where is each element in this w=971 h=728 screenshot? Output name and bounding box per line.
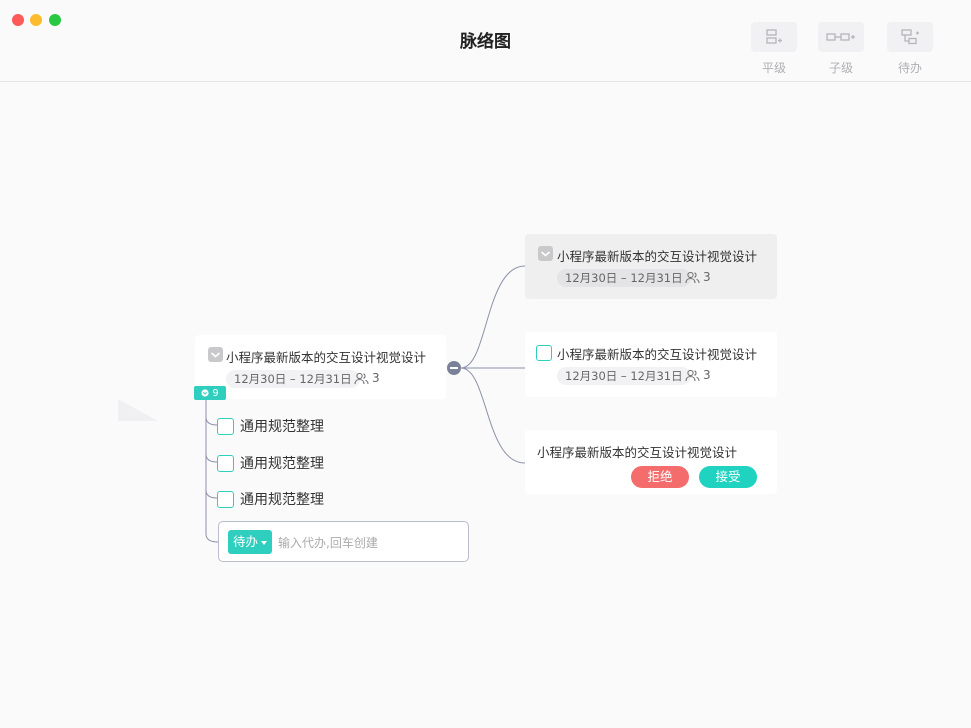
child-node-icon xyxy=(826,33,855,41)
subtask-item[interactable]: 通用规范整理 xyxy=(217,453,324,473)
done-checkbox[interactable] xyxy=(208,347,223,362)
todo-type-label: 待办 xyxy=(233,534,259,549)
check-icon xyxy=(540,251,551,257)
done-checkbox[interactable] xyxy=(538,246,553,261)
root-task-card[interactable]: 小程序最新版本的交互设计视觉设计 12月30日 – 12月31日 3 xyxy=(195,335,446,399)
accept-button[interactable]: 接受 xyxy=(699,466,757,488)
branch-task-date: 12月30日 – 12月31日 xyxy=(557,269,691,287)
mindmap-canvas[interactable]: 小程序最新版本的交互设计视觉设计 12月30日 – 12月31日 3 9 通用规… xyxy=(0,82,971,728)
subtask-checkbox[interactable] xyxy=(217,454,234,472)
branch-task-title: 小程序最新版本的交互设计视觉设计 xyxy=(557,347,758,362)
branch-task-card-todo[interactable]: 小程序最新版本的交互设计视觉设计 12月30日 – 12月31日 3 xyxy=(525,332,777,397)
toolbar-child-label: 子级 xyxy=(828,61,853,75)
sibling-node-icon xyxy=(766,29,782,44)
connector-subtask-1 xyxy=(205,416,218,426)
branch-invite-card[interactable]: 小程序最新版本的交互设计视觉设计 拒绝 接受 xyxy=(525,430,777,494)
invite-task-title: 小程序最新版本的交互设计视觉设计 xyxy=(537,445,738,460)
toolbar-todo-button[interactable]: 待办 xyxy=(887,22,933,76)
todo-checkbox[interactable] xyxy=(536,345,552,361)
connector-subtask-trunk xyxy=(205,400,219,543)
branch-task-card-done[interactable]: 小程序最新版本的交互设计视觉设计 12月30日 – 12月31日 3 xyxy=(525,234,777,299)
root-people-count: 3 xyxy=(372,371,380,385)
subtask-checkbox[interactable] xyxy=(217,417,234,435)
todo-input-placeholder[interactable]: 输入代办,回车创建 xyxy=(278,536,378,550)
connector-subtask-3 xyxy=(205,489,218,499)
toolbar-todo-label: 待办 xyxy=(897,61,922,75)
people-icon xyxy=(685,369,700,381)
root-task-people[interactable]: 3 xyxy=(354,371,380,385)
maximize-window-button[interactable] xyxy=(49,14,61,26)
reject-button[interactable]: 拒绝 xyxy=(631,466,689,488)
faded-shape xyxy=(118,399,158,421)
check-icon xyxy=(210,352,221,358)
connector-lines xyxy=(205,265,526,543)
todo-input-box[interactable]: 待办 输入代办,回车创建 xyxy=(218,521,469,562)
subtask-item[interactable]: 通用规范整理 xyxy=(217,489,324,509)
branch-task-title: 小程序最新版本的交互设计视觉设计 xyxy=(557,249,758,264)
close-window-button[interactable] xyxy=(12,14,24,26)
subtask-checkbox[interactable] xyxy=(217,490,234,508)
people-icon xyxy=(354,372,369,384)
people-icon xyxy=(685,271,700,283)
connector-subtask-2 xyxy=(205,453,218,463)
branch-task-people[interactable]: 3 xyxy=(685,270,711,284)
toolbar-child-button[interactable]: 子级 xyxy=(818,22,864,76)
root-task-date: 12月30日 – 12月31日 xyxy=(226,370,360,388)
subtask-count-badge[interactable]: 9 xyxy=(194,386,226,400)
toolbar-sibling-label: 平级 xyxy=(761,61,786,75)
subtask-count: 9 xyxy=(212,387,219,399)
todo-node-icon xyxy=(901,29,919,45)
title-bar: 脉络图 平级 子级 xyxy=(0,0,971,82)
connector-branch-3 xyxy=(460,367,526,464)
branch-people-count: 3 xyxy=(703,270,711,284)
subtask-item[interactable]: 通用规范整理 xyxy=(217,416,324,436)
collapse-branches-button[interactable] xyxy=(447,361,461,375)
subtask-label: 通用规范整理 xyxy=(240,456,324,472)
branch-task-people[interactable]: 3 xyxy=(685,368,711,382)
collapse-circle-icon xyxy=(201,389,209,397)
todo-type-dropdown[interactable]: 待办 xyxy=(228,530,273,554)
minus-icon xyxy=(450,367,458,369)
branch-task-date: 12月30日 – 12月31日 xyxy=(557,367,691,385)
caret-down-icon xyxy=(261,541,268,545)
toolbar-sibling-button[interactable]: 平级 xyxy=(751,22,797,76)
branch-people-count: 3 xyxy=(703,368,711,382)
subtask-label: 通用规范整理 xyxy=(240,419,324,435)
connector-branch-1 xyxy=(460,265,526,369)
minimize-window-button[interactable] xyxy=(30,14,42,26)
window-title: 脉络图 xyxy=(460,32,511,52)
root-task-title: 小程序最新版本的交互设计视觉设计 xyxy=(226,350,427,365)
subtask-label: 通用规范整理 xyxy=(240,492,324,508)
